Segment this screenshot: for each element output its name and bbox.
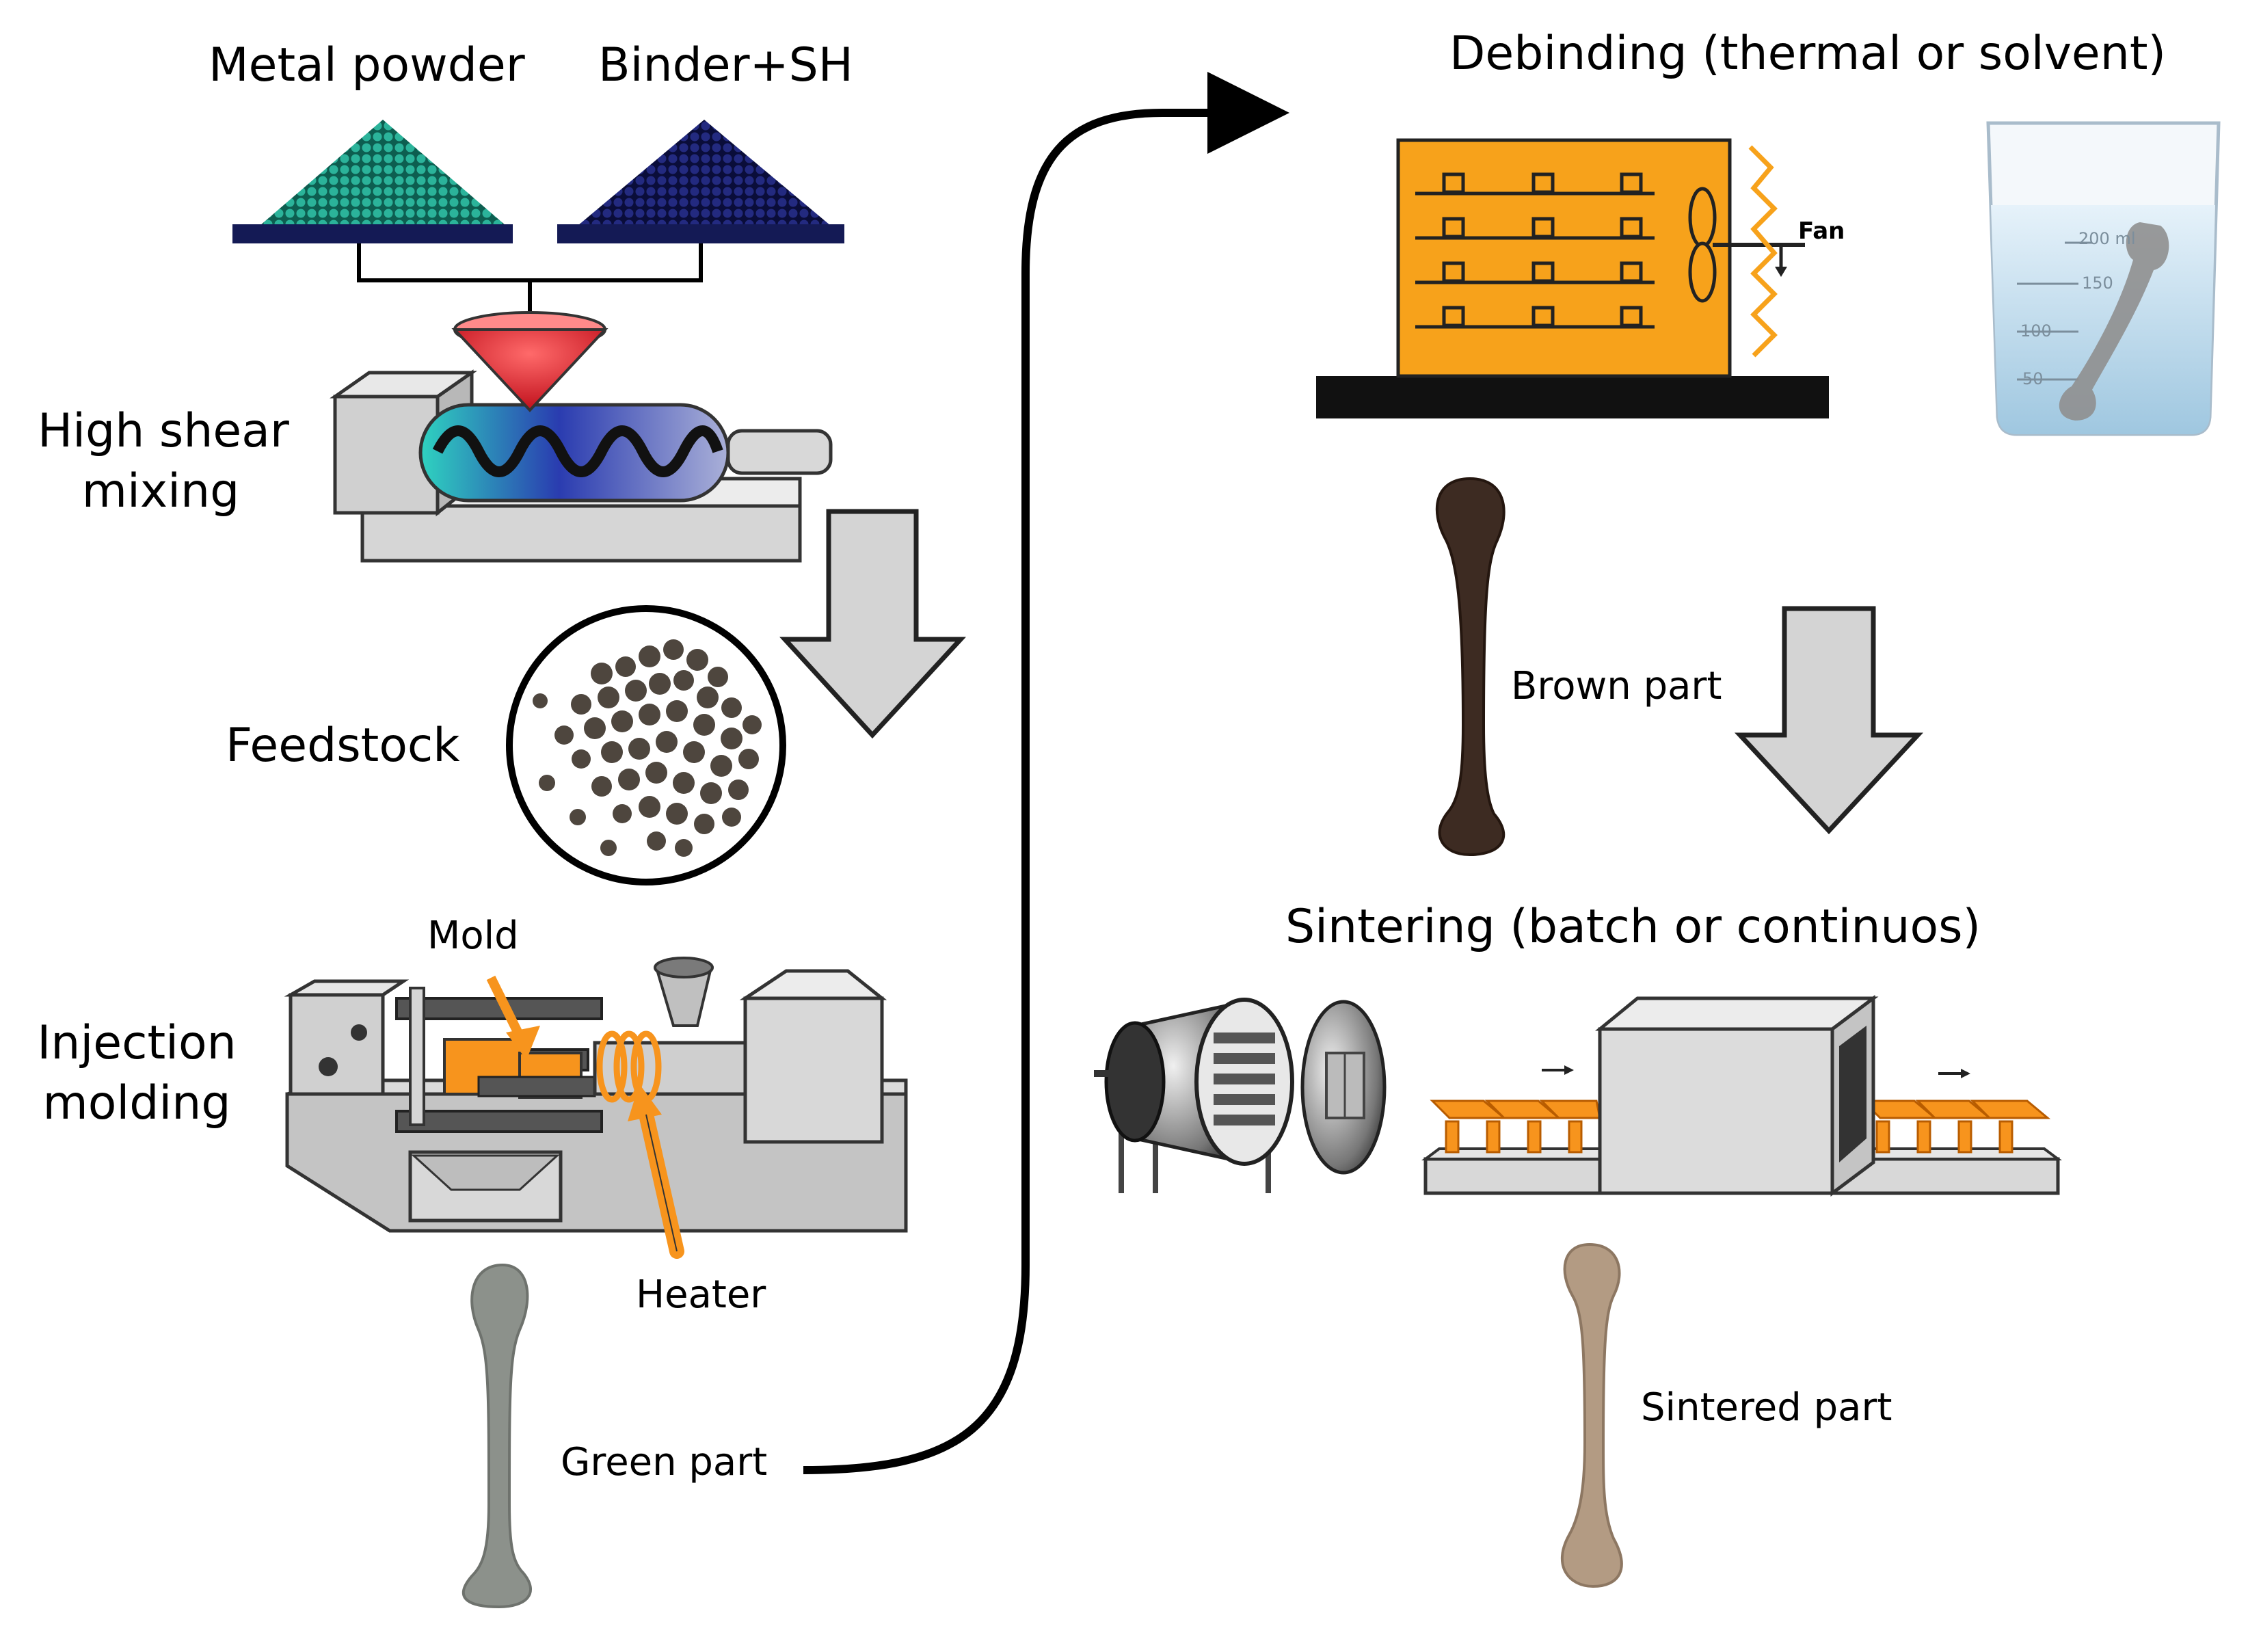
injection-molding-machine: [284, 957, 908, 1233]
beaker-mark-50: 50: [2022, 369, 2044, 388]
heater-coil: [1748, 145, 1778, 358]
heater-pointer-arrow: [628, 1084, 684, 1259]
sintered-part-label: Sintered part: [1641, 1385, 1892, 1430]
injection-label-line2: molding: [42, 1076, 231, 1130]
injection-label-line1: Injection: [37, 1016, 237, 1070]
process-flow-arrow: [803, 72, 1289, 1474]
binder-sh-label: Binder+SH: [598, 38, 853, 92]
beaker-mark-100: 100: [2020, 321, 2052, 341]
binder-pile: [557, 120, 844, 243]
funnel: [451, 311, 608, 412]
high-shear-label-line1: High shear: [38, 404, 289, 458]
beaker-mark-150: 150: [2082, 274, 2113, 293]
fan-label: Fan: [1798, 217, 1845, 245]
mold-pointer-arrow: [486, 975, 540, 1060]
brown-part: [1435, 477, 1506, 857]
brown-part-label: Brown part: [1511, 664, 1722, 708]
injection-molding-label: Injection molding: [21, 1015, 253, 1131]
down-arrow-left: [779, 509, 966, 739]
continuous-furnace: [1421, 995, 2062, 1197]
mixing-connector-lines: [357, 243, 703, 315]
beaker-mark-200: 200 ml: [2078, 229, 2136, 248]
debinding-label: Debinding (thermal or solvent): [1449, 27, 2167, 81]
high-shear-label-line2: mixing: [81, 464, 240, 518]
mixer-machine: [330, 369, 833, 563]
debinding-oven: [1316, 138, 1829, 418]
mold-label: Mold: [427, 914, 519, 958]
green-part-label: Green part: [561, 1440, 768, 1484]
green-part: [461, 1263, 532, 1609]
metal-powder-label: Metal powder: [209, 38, 525, 92]
high-shear-mixing-label: High shear mixing: [38, 403, 289, 519]
heater-label: Heater: [636, 1273, 766, 1317]
metal-powder-pile: [232, 120, 513, 243]
feedstock-pellets: [506, 605, 786, 885]
sintering-label: Sintering (batch or continuos): [1285, 900, 1981, 954]
batch-furnace: [1094, 998, 1387, 1193]
feedstock-label: Feedstock: [226, 719, 460, 773]
sintered-part: [1561, 1242, 1623, 1588]
fan-blades: [1688, 187, 1717, 303]
solvent-beaker: [1986, 121, 2221, 436]
down-arrow-right: [1734, 606, 1924, 835]
